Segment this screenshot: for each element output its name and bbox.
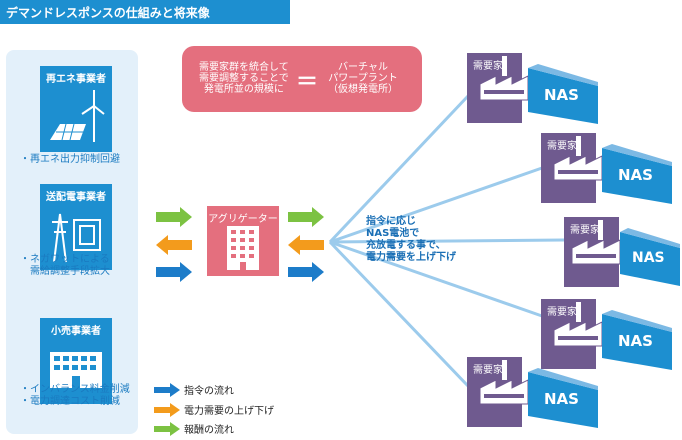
vpp-description: 需要家群を統合して 需要調整することで 発電所並の規模に (199, 62, 289, 95)
nas-battery-label: NAS (544, 86, 579, 104)
aggregator-box: アグリゲーター (207, 206, 279, 276)
demand-arrow-left-right (288, 235, 324, 255)
factory-nas-icon: NAS (553, 302, 672, 370)
nas-battery-label: NAS (618, 166, 653, 184)
solar-wind-icon (50, 90, 105, 142)
factory-nas-icon: NAS (479, 56, 598, 124)
factory-nas-icon: NAS (479, 360, 598, 428)
legend-item-demand: 電力需要の上げ下げ (154, 402, 274, 421)
legend-arrow-command (154, 383, 180, 397)
nas-battery-label: NAS (618, 332, 653, 350)
office-building-icon (227, 226, 259, 270)
diagram-title: デマンドレスポンスの仕組みと将来像 (6, 6, 210, 20)
vpp-concept-box: 需要家群を統合して 需要調整することで 発電所並の規模に ＝ バーチャル パワー… (182, 46, 422, 112)
reward-arrow-right-right (288, 207, 324, 227)
building-icon (50, 352, 102, 388)
aggregator-label: アグリゲーター (208, 214, 278, 225)
demand-arrow-left-left (156, 235, 192, 255)
connector-line-4 (329, 240, 543, 318)
consumer-2: 需要家 NAS (536, 128, 676, 208)
consumer-label: 需要家 (473, 365, 503, 376)
command-arrow-right-right (288, 262, 324, 282)
consumer-1: 需要家 NAS (462, 48, 602, 128)
connector-line-1 (328, 94, 470, 244)
connector-line-2 (329, 166, 543, 244)
center-explanation: 指令に応じ NAS電池で 充放電する事で、 電力需要を上げ下げ (366, 216, 456, 263)
legend-arrow-reward (154, 422, 180, 436)
vpp-definition: バーチャル パワープラント （仮想発電所） (328, 62, 398, 95)
actor-renewable: 再エネ事業者 (40, 66, 112, 152)
consumer-3: 需要家 NAS (542, 212, 682, 292)
legend-label: 電力需要の上げ下げ (184, 406, 274, 417)
connector-line-3 (329, 238, 565, 244)
consumer-label: 需要家 (570, 225, 600, 236)
consumer-5: 需要家 NAS (462, 352, 602, 432)
nas-battery-label: NAS (544, 390, 579, 408)
substation-icon (52, 213, 101, 263)
actor-retail: 小売事業者 (40, 318, 112, 404)
legend-label: 指令の流れ (184, 386, 234, 397)
legend-label: 報酬の流れ (184, 425, 234, 436)
factory-nas-icon: NAS (571, 220, 680, 286)
actor-note-transmission: ・ネガワットによる 需給調整手段拡大 (20, 254, 110, 277)
actor-transmission: 送配電事業者 (40, 184, 112, 270)
nas-battery-label: NAS (632, 250, 665, 266)
market-actors-panel: 再エネ事業者 ・再エネ出力抑制回避 送配電事業者 ・ネガワットによる 需給調整手… (6, 50, 138, 434)
title-bar: デマンドレスポンスの仕組みと将来像 (0, 0, 290, 24)
legend-item-reward: 報酬の流れ (154, 421, 234, 440)
connector-line-5 (328, 240, 470, 388)
consumer-label: 需要家 (473, 61, 503, 72)
legend-arrow-demand (154, 403, 180, 417)
actor-label: 再エネ事業者 (46, 74, 106, 85)
actor-note-renewable: ・再エネ出力抑制回避 (20, 154, 120, 165)
factory-nas-icon: NAS (553, 136, 672, 204)
equals-sign: ＝ (296, 70, 319, 95)
legend-item-command: 指令の流れ (154, 382, 234, 401)
actor-label: 小売事業者 (51, 326, 101, 337)
actor-label: 送配電事業者 (46, 192, 106, 203)
actor-note-retail: ・インバランス料金削減 ・電力調達コスト削減 (20, 384, 130, 407)
consumer-label: 需要家 (547, 307, 577, 318)
reward-arrow-right-left (156, 207, 192, 227)
consumer-label: 需要家 (547, 141, 577, 152)
command-arrow-right-left (156, 262, 192, 282)
consumer-4: 需要家 NAS (536, 294, 676, 374)
